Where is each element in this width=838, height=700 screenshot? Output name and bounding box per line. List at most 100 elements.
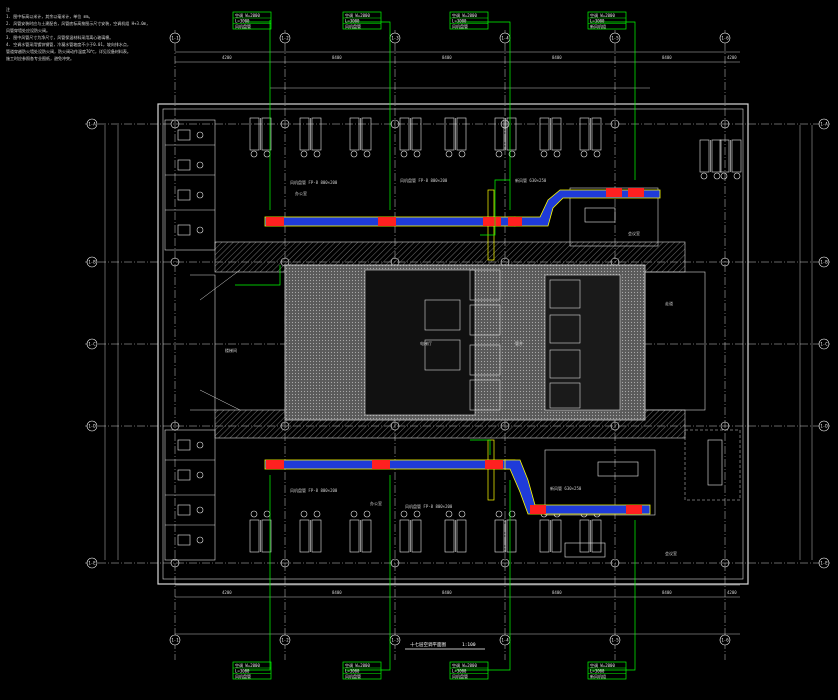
dimension-label: 8400 [662,590,672,595]
structural-column [170,257,180,267]
dimension-label: 8400 [552,55,562,60]
note-line: 施工时应参照各专业图纸，避免冲突。 [6,56,74,61]
tag-line-2: L=3000 [590,669,605,674]
structural-column [390,558,400,568]
desk-cluster [349,510,372,553]
grid-bubble [818,557,830,569]
note-line: 1. 图中标高以米计，其余以毫米计，单位 mm。 [6,14,93,19]
diffuser [626,505,642,514]
meeting-table [584,207,616,223]
note-line: 管道穿越防火墙处设防火阀，防火阀动作温度70℃，详见设备材料表。 [6,49,131,54]
grid-column-label: 1-4 [501,638,509,643]
duct-label: 风机盘管 FP-8 800×200 [290,487,338,493]
structural-column [280,119,290,129]
grid-column-label: 1-6 [721,638,729,643]
dimension-label: 8400 [332,590,342,595]
grid-column-label: 1-5 [611,36,619,41]
drawing-scale: 1:100 [462,642,476,648]
room-label-corridor: 走道 [665,300,673,306]
toilet-fixture [177,534,204,546]
grid-row-label: 1-D [88,424,96,429]
note-line: 4. 空调水管采用镀锌钢管，冷凝水管坡度不小于0.01，坡向排水点， [6,42,131,47]
structural-column [500,119,510,129]
note-line: 风管穿墙处应设防火阀。 [6,28,50,33]
tag-line-3: 新风机组 [590,673,606,679]
grid-bubble [86,557,98,569]
room-label-office-top: 办公室 [295,190,307,196]
grid-row-label: 1-D [820,424,828,429]
desk-cluster [579,510,602,553]
dimension-label: 8400 [442,55,452,60]
toilet-fixture [177,159,204,171]
desk-cluster [579,117,602,158]
grid-column-label: 1-2 [281,36,289,41]
toilet-fixture [177,469,204,481]
desk-cluster [719,139,742,180]
grid-row-label: 1-E [820,561,828,566]
room-label-stair: 楼梯间 [225,347,237,353]
notes-heading: 注 [6,7,10,12]
grid-bubble [818,338,830,350]
dimension-label: 4200 [727,590,737,595]
diffuser [530,505,546,514]
structural-column [390,119,400,129]
toilet-fixture [177,439,204,451]
grid-column-label: 1-6 [721,36,729,41]
grid-bubble [169,32,181,44]
structural-column [500,558,510,568]
diffuser [266,217,284,226]
desk-cluster [539,117,562,158]
desk-cluster [299,117,322,158]
tag-line-2: L=3000 [345,669,360,674]
tag-line-2: L=3000 [590,19,605,24]
tag-line-3: 风机盘管 [235,673,251,679]
grid-bubble [719,32,731,44]
toilet-fixture [177,189,204,201]
grid-bubble [279,634,291,646]
desk-cluster [444,117,467,158]
tag-line-1: 空调 W=2000 [345,12,370,18]
desk-cluster [299,510,322,553]
grid-row-label: 1-B [88,260,96,265]
grid-bubble [818,256,830,268]
grid-row-label: 1-B [820,260,828,265]
tag-line-3: 风机盘管 [452,673,468,679]
grid-bubble [86,256,98,268]
drawing-title: 十七层空调平面图 [410,641,446,648]
desk-cluster [494,117,517,158]
grid-column-label: 1-3 [391,638,399,643]
grid-bubble [86,338,98,350]
toilet-fixture [177,224,204,236]
grid-bubble [86,420,98,432]
grid-column-label: 1-5 [611,638,619,643]
structural-column [720,257,730,267]
drawing-notes: 注 1. 图中标高以米计，其余以毫米计，单位 mm。 2. 风管安装时应与土建配… [6,6,176,62]
tag-line-2: L=3000 [452,669,467,674]
desk-cluster [249,510,272,553]
grid-row-label: 1-A [820,122,828,127]
desk-cluster [349,117,372,158]
meeting-table [707,439,723,486]
structural-column [720,119,730,129]
diffuser [485,460,503,469]
grid-row-label: 1-C [88,342,96,347]
grid-column-label: 1-4 [501,36,509,41]
tag-line-3: 风机盘管 [235,23,251,29]
grid-column-label: 1-3 [391,36,399,41]
grid-row-label: 1-C [820,342,828,347]
room-labels: 办公室 办公室 会议室 会议室 电梯厅 楼梯间 管井 走道 [225,190,677,556]
diffuser [372,460,390,469]
desk-cluster [699,139,722,180]
meeting-table [597,461,639,477]
tag-line-1: 空调 W=2000 [452,12,477,18]
desk-cluster [399,117,422,158]
diffuser [606,188,622,197]
tag-line-2: L=3000 [452,19,467,24]
